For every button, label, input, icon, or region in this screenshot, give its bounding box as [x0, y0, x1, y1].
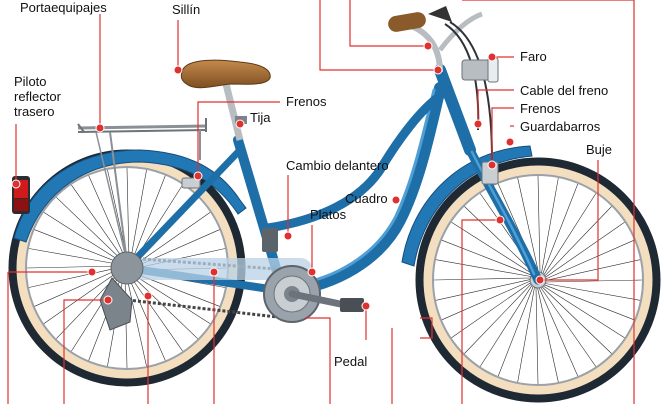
grip	[388, 12, 426, 32]
front-spoke	[538, 287, 579, 377]
front-tire	[415, 157, 661, 403]
rear-spoke	[130, 274, 198, 339]
front-spoke	[435, 259, 531, 277]
front-spoke	[464, 283, 532, 354]
label-cuadro: Cuadro	[345, 191, 388, 206]
front-rim-band	[423, 165, 653, 395]
front-spoke	[435, 279, 531, 301]
rear-spoke	[132, 273, 211, 324]
label-portaequipajes: Portaequipajes	[20, 0, 107, 15]
front-spoke	[545, 283, 641, 301]
rear-spoke	[26, 265, 120, 269]
handlebar	[388, 6, 493, 161]
front-spoke	[517, 287, 535, 383]
rear-spoke	[127, 275, 166, 361]
rear-spoke	[126, 275, 147, 367]
label-piloto-line1: Piloto	[14, 74, 47, 89]
front-spoke	[540, 287, 597, 367]
front-spoke	[545, 221, 625, 278]
label-faro: Faro	[520, 49, 547, 64]
rear-spoke	[134, 212, 211, 266]
front-rim	[432, 174, 644, 386]
label-platos: Platos	[310, 207, 347, 222]
front-spoke	[542, 183, 579, 274]
pedal-body	[340, 298, 364, 312]
front-spoke	[545, 239, 635, 280]
rear-spoke	[129, 275, 183, 352]
rear-spoke	[28, 248, 120, 265]
front-spoke	[433, 277, 531, 281]
rear-spoke	[43, 212, 122, 263]
seat-post	[222, 83, 244, 141]
rear-spoke	[28, 267, 120, 288]
rear-spoke	[126, 167, 130, 261]
front-derailleur	[262, 228, 278, 252]
rear-rack	[77, 118, 207, 263]
front-spoke	[497, 286, 534, 377]
rear-brake	[181, 177, 201, 189]
rear-spoke	[34, 229, 121, 264]
label-guardabarros: Guardabarros	[520, 119, 601, 134]
label-tija: Tija	[250, 110, 271, 125]
label-pedal: Pedal	[334, 354, 367, 369]
label-cambio-delantero: Cambio delantero	[286, 158, 389, 173]
leader-lines	[7, 0, 635, 404]
label-frenos-rear: Frenos	[286, 94, 327, 109]
rear-spoke	[131, 175, 166, 262]
front-spoke	[441, 280, 531, 321]
rear-spoke	[56, 197, 124, 262]
label-buje: Buje	[586, 142, 612, 157]
label-cable-freno: Cable del freno	[520, 83, 608, 98]
rear-fender	[13, 149, 247, 243]
rear-spoke	[71, 184, 125, 261]
front-spoke	[541, 286, 612, 354]
label-frenos-front: Frenos	[520, 101, 561, 116]
rear-spoke	[34, 268, 120, 307]
rear-spoke	[88, 175, 127, 261]
front-spoke	[535, 287, 539, 385]
front-spoke	[545, 259, 641, 281]
front-spoke	[451, 282, 531, 339]
front-fender	[401, 145, 533, 267]
saddle	[180, 59, 271, 89]
rear-spoke	[43, 270, 120, 324]
front-spoke	[479, 285, 533, 367]
drivetrain	[99, 228, 364, 331]
marker-dots	[11, 41, 545, 311]
front-spoke	[451, 221, 533, 275]
label-piloto-line3: trasero	[14, 104, 54, 119]
front-wheel	[415, 157, 661, 403]
headlight	[461, 57, 499, 83]
front-spoke	[441, 239, 532, 276]
front-spoke	[543, 193, 597, 275]
front-spoke	[541, 177, 559, 273]
front-spoke	[544, 206, 612, 277]
seat	[180, 59, 271, 141]
rear-spoke	[130, 169, 147, 261]
rear-derailleur	[99, 277, 133, 331]
chain-guard	[132, 258, 312, 280]
front-spoke	[464, 206, 535, 274]
label-piloto-line2: reflector	[14, 89, 62, 104]
front-spoke	[517, 177, 539, 273]
front-spoke	[545, 279, 643, 283]
front-spoke	[544, 284, 635, 321]
front-spokes	[433, 175, 643, 385]
rear-cassette	[110, 251, 144, 285]
front-spoke	[543, 285, 625, 339]
label-sillin: Sillín	[172, 2, 200, 17]
front-spoke	[537, 175, 541, 273]
front-spoke	[537, 287, 559, 383]
